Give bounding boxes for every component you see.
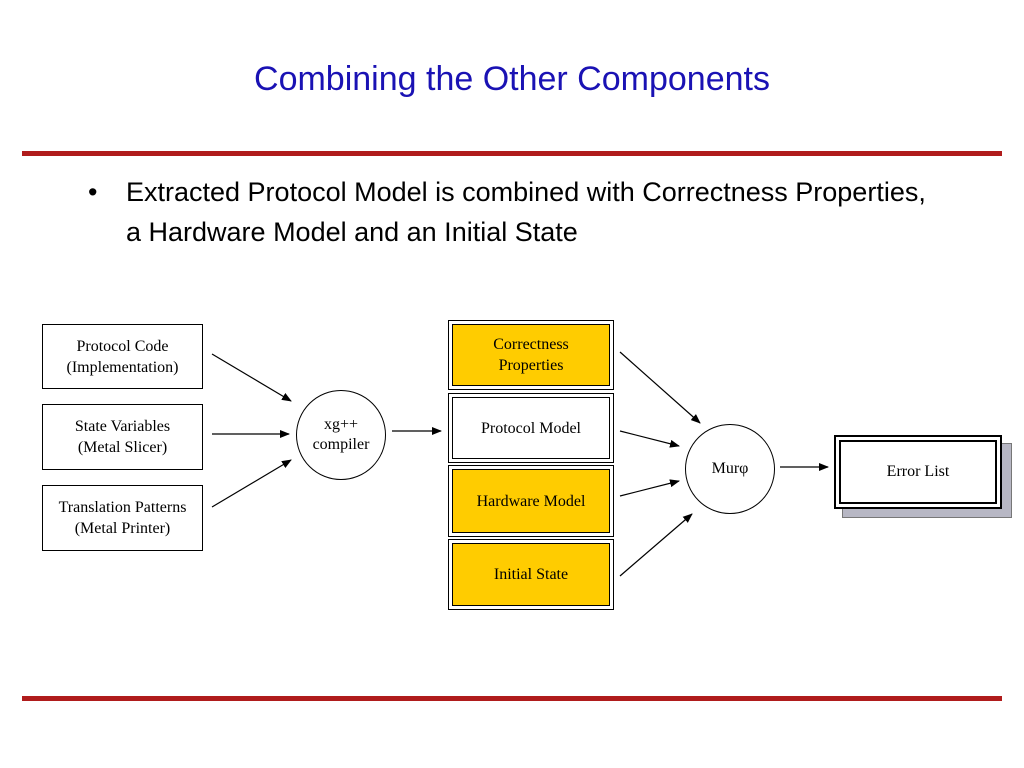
arrow-correctness-to-murphi bbox=[619, 351, 701, 424]
arrow-hardware-model-to-murphi bbox=[619, 479, 680, 497]
murphi-node: Murφ bbox=[685, 424, 775, 514]
correctness-line1: Correctness bbox=[493, 336, 569, 353]
compiler-node: xg++ compiler bbox=[296, 390, 386, 480]
compiler-line2: compiler bbox=[312, 436, 370, 453]
arrow-protocol-code-to-compiler bbox=[211, 353, 292, 402]
input-box-line1: Protocol Code bbox=[76, 337, 169, 355]
hardware-model-box: Hardware Model bbox=[448, 465, 614, 537]
input-box-line2: (Metal Slicer) bbox=[77, 439, 168, 456]
input-box-line1: Translation Patterns bbox=[58, 499, 187, 516]
arrow-initial-state-to-murphi bbox=[619, 513, 693, 577]
error-list-box: Error List bbox=[834, 435, 1002, 509]
compiler-line1: xg++ bbox=[323, 416, 359, 433]
error-list-label: Error List bbox=[839, 440, 997, 504]
input-box-translation-patterns: Translation Patterns (Metal Printer) bbox=[42, 485, 203, 551]
input-box-protocol-code: Protocol Code (Implementation) bbox=[42, 324, 203, 389]
murphi-label: Murφ bbox=[711, 460, 749, 477]
input-box-state-variables: State Variables (Metal Slicer) bbox=[42, 404, 203, 470]
top-rule bbox=[22, 151, 1002, 156]
protocol-model-box: Protocol Model bbox=[448, 393, 614, 463]
correctness-properties-box: Correctness Properties bbox=[448, 320, 614, 390]
input-box-line1: State Variables bbox=[74, 418, 171, 435]
arrow-translation-patterns-to-compiler bbox=[211, 459, 292, 508]
bullet-text: Extracted Protocol Model is combined wit… bbox=[126, 177, 926, 247]
bottom-rule bbox=[22, 696, 1002, 701]
input-box-line2: (Implementation) bbox=[66, 358, 179, 376]
initial-state-box: Initial State bbox=[448, 539, 614, 610]
arrow-protocol-model-to-murphi bbox=[619, 430, 680, 448]
initial-state-label: Initial State bbox=[452, 543, 610, 606]
input-box-line2: (Metal Printer) bbox=[74, 520, 171, 537]
bullet-dot-icon: • bbox=[88, 177, 98, 207]
protocol-model-label: Protocol Model bbox=[452, 397, 610, 459]
slide-title: Combining the Other Components bbox=[254, 60, 770, 98]
bullet-item: • Extracted Protocol Model is combined w… bbox=[88, 172, 928, 252]
hardware-model-label: Hardware Model bbox=[452, 469, 610, 533]
correctness-line2: Properties bbox=[498, 357, 564, 374]
